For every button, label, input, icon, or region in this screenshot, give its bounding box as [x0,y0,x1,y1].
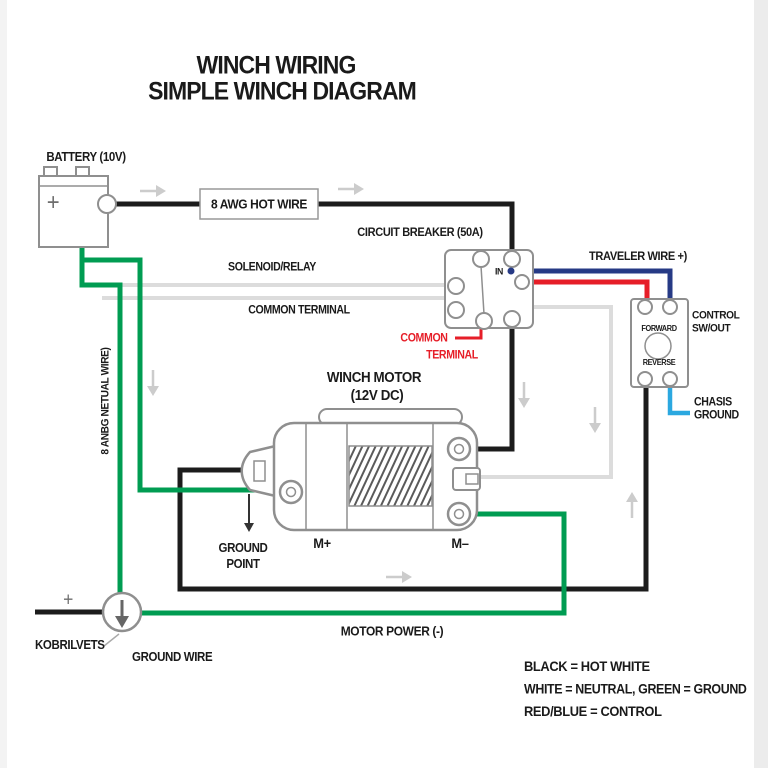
m-minus-label: M– [451,535,469,551]
ground-plus-sign: + [63,589,73,611]
white-wires [102,283,613,479]
switch-forward-label: FORWARD [641,324,677,333]
ground-arrow-head [115,616,129,628]
breaker-terminal-left-1 [447,277,465,295]
green-wire-m-minus-to-ground [141,511,567,616]
breaker-terminal-bottom-left [475,312,493,330]
breaker-in-label: IN [494,266,504,278]
common-terminal-red-label-line1: COMMON [400,332,448,345]
hot-wire-label-box [199,188,319,220]
diagram-title-line1: WINCH WIRING [196,51,357,80]
common-terminal-red-label-line2: TERMINAL [426,349,478,362]
flow-arrow-down-3 [589,407,601,433]
brand-pointer-line [103,633,120,647]
traveler-wire-blue [513,268,673,304]
flow-arrow-up-1 [626,492,638,518]
winch-motor-label-line2: (12V DC) [350,387,404,404]
legend-line1: BLACK = HOT WHITE [524,658,650,674]
traveler-wire-label: TRAVELER WIRE +) [589,249,687,263]
breaker-terminal-top-left [472,250,490,268]
green-wire-to-m-plus [82,257,293,493]
ground-wire-label: GROUND WIRE [132,649,213,664]
motor-drum-windings [348,445,433,507]
ground-point-label-line1: GROUND [218,540,268,555]
hot-wire-breaker-to-motor [462,324,515,452]
breaker-in-dot [507,267,515,275]
m-plus-label: M+ [313,535,331,551]
right-edge-band [754,0,768,768]
battery-body [38,175,109,248]
ground-point-label-line2: POINT [226,556,260,571]
chasis-ground-label-line1: CHASIS [694,396,732,409]
breaker-terminal-out [514,274,530,290]
flow-arrow-down-1 [147,370,159,396]
motor-clevis-slot [253,460,266,482]
flow-arrow-right-3 [386,571,412,583]
flow-arrows [140,183,638,583]
green-wire-battery-to-ground [79,244,123,594]
legend-line2: WHITE = NEUTRAL, GREEN = GROUND [524,681,747,697]
hot-wire-label: 8 AWG HOT WIRE [210,196,308,212]
switch-terminal-bottom-right [662,371,678,387]
solenoid-relay-label: SOLENOID/RELAY [228,261,316,274]
control-sw-label-line1: CONTROL [692,309,740,322]
flow-arrow-down-2 [518,382,530,408]
chasis-ground-label-line2: GROUND [694,409,739,422]
control-switch [630,298,689,388]
winch-motor [240,408,481,532]
flow-arrow-right-1 [140,185,166,197]
ground-symbol-circle [101,591,143,647]
neutral-wire-label: 8 ANBG NETUAL WIRE) [99,347,112,455]
winch-motor-label-line1: WINCH MOTOR [326,369,422,386]
green-wires [79,244,567,616]
breaker-terminal-left-2 [447,301,465,319]
battery-positive-terminal [97,194,117,214]
motor-top-right-terminal-inner [453,443,465,455]
breaker-internal-link [480,265,485,315]
switch-terminal-bottom-left [637,371,653,387]
motor-m-minus-terminal-inner [453,508,465,520]
legend-line3: RED/BLUE = CONTROL [524,703,662,719]
switch-knob [644,332,672,360]
red-control-wire [524,279,650,304]
common-terminal-wire-label: COMMON TERMINAL [248,304,350,317]
breaker-terminal-top-right [503,250,521,268]
control-sw-label-line2: SW/OUT [692,322,731,335]
motor-m-plus-terminal-inner [285,486,297,498]
hot-wire-switch-loop [177,381,649,592]
breaker-terminal-bottom-right [503,310,521,328]
ground-point-arrow [244,494,254,532]
flow-arrow-right-2 [338,183,364,195]
motor-connector-notch [465,473,479,485]
battery-plus-sign: + [46,189,60,216]
battery-label: BATTERY (10V) [46,149,126,164]
circuit-breaker-label: CIRCUIT BREAKER (50A) [357,225,483,239]
left-edge-band [0,0,7,768]
switch-reverse-label: REVERSE [642,358,676,367]
diagram-title-line2: SIMPLE WINCH DIAGRAM [148,77,417,106]
circuit-breaker [444,249,534,330]
switch-terminal-top-right [662,299,678,315]
battery [38,166,117,248]
neutral-wire-to-motor [468,305,613,479]
chassis-ground-wire [667,380,690,416]
motor-power-label: MOTOR POWER (-) [340,623,444,639]
brand-label: KOBRILVETS [35,637,105,652]
switch-terminal-top-left [637,299,653,315]
